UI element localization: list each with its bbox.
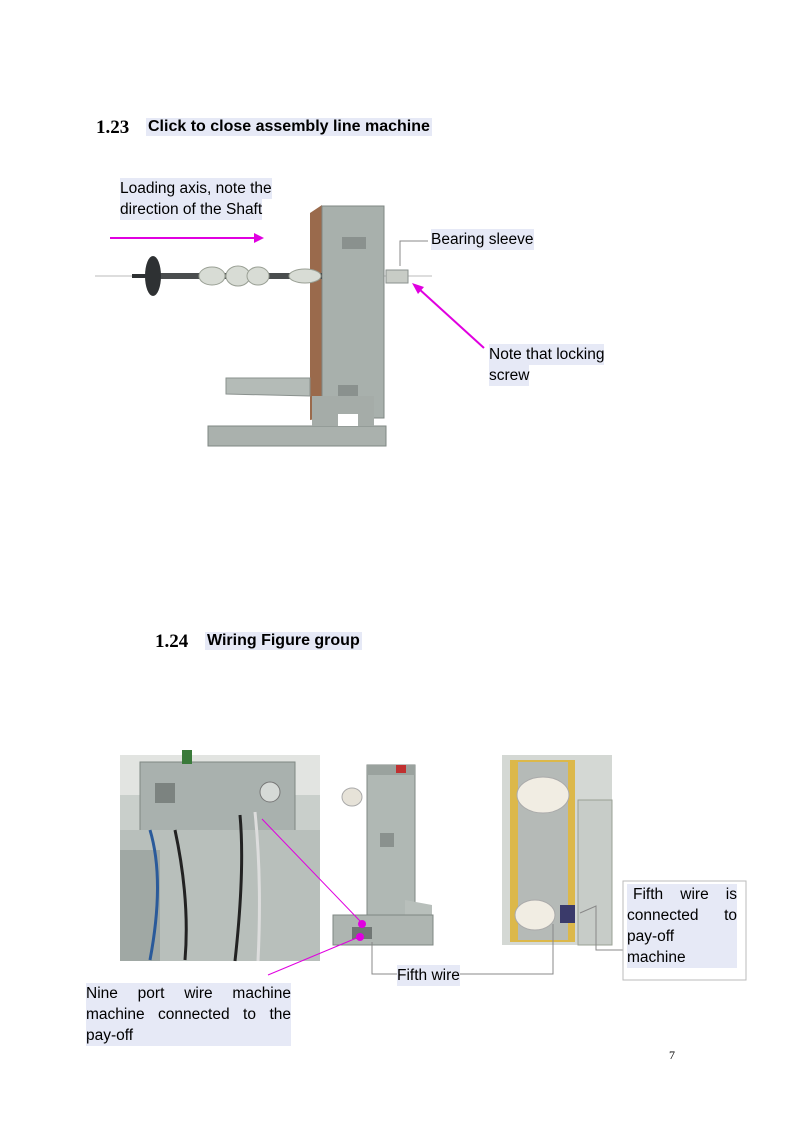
- callout-fifth-connected-line1: Fifth wire is: [633, 886, 737, 903]
- callout-nine-port: Nine port wire machine machine connected…: [86, 983, 291, 1046]
- photo-pay-off-stand: [332, 764, 434, 946]
- page-number: 7: [669, 1048, 675, 1062]
- callout-loading-axis: Loading axis, note the direction of the …: [120, 178, 272, 220]
- callout-fifth-connected-line2: connected to: [627, 907, 737, 924]
- callout-bearing-sleeve: Bearing sleeve: [431, 229, 534, 250]
- callout-fifth-wire-connected: Fifth wire is connected to pay-off machi…: [627, 884, 737, 968]
- callout-nine-port-line1: Nine port wire machine: [86, 985, 291, 1002]
- callout-locking-screw: Note that locking screw: [489, 344, 605, 386]
- section-number-1-24: 1.24: [155, 631, 189, 652]
- callout-loading-axis-line1: Loading axis, note the: [120, 178, 272, 199]
- callout-fifth-wire: Fifth wire: [397, 965, 460, 986]
- callout-locking-line2: screw: [489, 365, 530, 386]
- section-title-1-24: Wiring Figure group: [205, 632, 362, 650]
- callout-nine-port-line3: pay-off: [86, 1027, 134, 1044]
- callout-fifth-connected-line4: machine: [627, 949, 686, 966]
- photo-spool-cabinet: [502, 755, 613, 946]
- callout-nine-port-line2: machine connected to the: [86, 1006, 291, 1023]
- callout-loading-axis-line2: direction of the Shaft: [120, 199, 263, 220]
- section-number-1-23: 1.23: [96, 117, 130, 138]
- callout-locking-line1: Note that locking: [489, 344, 605, 365]
- photo-nine-port-machine: [120, 750, 320, 962]
- section-title-1-23: Click to close assembly line machine: [146, 118, 432, 136]
- callout-fifth-connected-line3: pay-off: [627, 928, 675, 945]
